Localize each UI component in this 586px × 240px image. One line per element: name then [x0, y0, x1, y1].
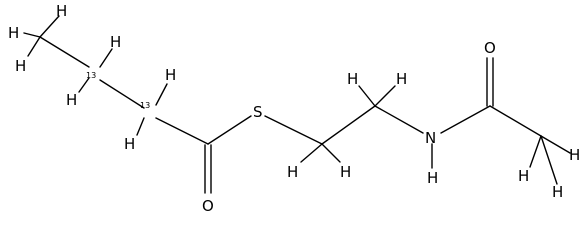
c13-2-h-top: H [165, 66, 176, 84]
bond-methyl-h3 [27, 36, 41, 57]
bond-acetyl-carbonyl-methyl [489, 105, 542, 137]
ch2-b-h-left: H [347, 70, 358, 88]
bond-ch2b-h-left [358, 85, 376, 107]
bonds [23, 15, 571, 194]
sulfur-atom: S [253, 103, 263, 121]
c13-isotope-label-2: 13 [140, 101, 150, 110]
bond-ch2b-nitrogen [374, 105, 424, 134]
bond-carbonyl-sulfur [207, 115, 252, 145]
bond-nitrogen-acetyl-carbonyl [440, 105, 491, 134]
bond-methyl-h2 [23, 32, 41, 38]
atom-labels: H H H 13 H H 13 H H O S H H H H N H O H … [8, 2, 580, 213]
thioester-oxygen: O [202, 197, 214, 213]
amide-oxygen: O [484, 39, 496, 57]
h-methyl-3: H [15, 57, 26, 75]
acetyl-h-3: H [552, 183, 563, 201]
h-methyl-2: H [8, 24, 19, 42]
ch2-a-h-right: H [340, 163, 351, 181]
bond-acetyl-h1 [540, 135, 571, 154]
bond-c13a-c13b [99, 79, 145, 109]
bond-ch2b-h-right [374, 85, 396, 107]
bond-methyl-c13a [39, 36, 90, 68]
h-methyl-1: H [56, 2, 67, 20]
acetyl-h-2: H [518, 167, 529, 185]
amide-h: H [427, 169, 438, 187]
bond-c13b-h-top [155, 83, 168, 106]
bond-acetyl-h2 [529, 135, 542, 168]
bond-ch2a-h-left [300, 143, 323, 163]
ch2-a-h-left: H [287, 163, 298, 181]
bond-ch2a-ch2b [321, 105, 376, 145]
ch2-b-h-right: H [396, 70, 407, 88]
nitrogen-atom: N [425, 129, 436, 147]
c13-1-h-top: H [110, 33, 121, 51]
bond-c13a-h-left [78, 77, 90, 93]
c13-1-h-left: H [66, 91, 77, 109]
acetyl-h-1: H [569, 146, 580, 164]
bond-c13b-h-bottom [136, 117, 145, 136]
bond-c13b-carbonyl [155, 117, 209, 145]
c13-2-h-bottom: H [124, 135, 135, 153]
bond-c13a-h-top [99, 48, 113, 68]
molecule-structure: H H H 13 H H 13 H H O S H H H H N H O H … [8, 2, 580, 213]
bond-acetyl-h3 [540, 135, 558, 185]
bond-sulfur-ch2a [264, 115, 323, 145]
bond-ch2a-h-right [321, 143, 341, 163]
c13-isotope-label-1: 13 [86, 71, 96, 80]
bond-methyl-h1 [39, 15, 60, 38]
